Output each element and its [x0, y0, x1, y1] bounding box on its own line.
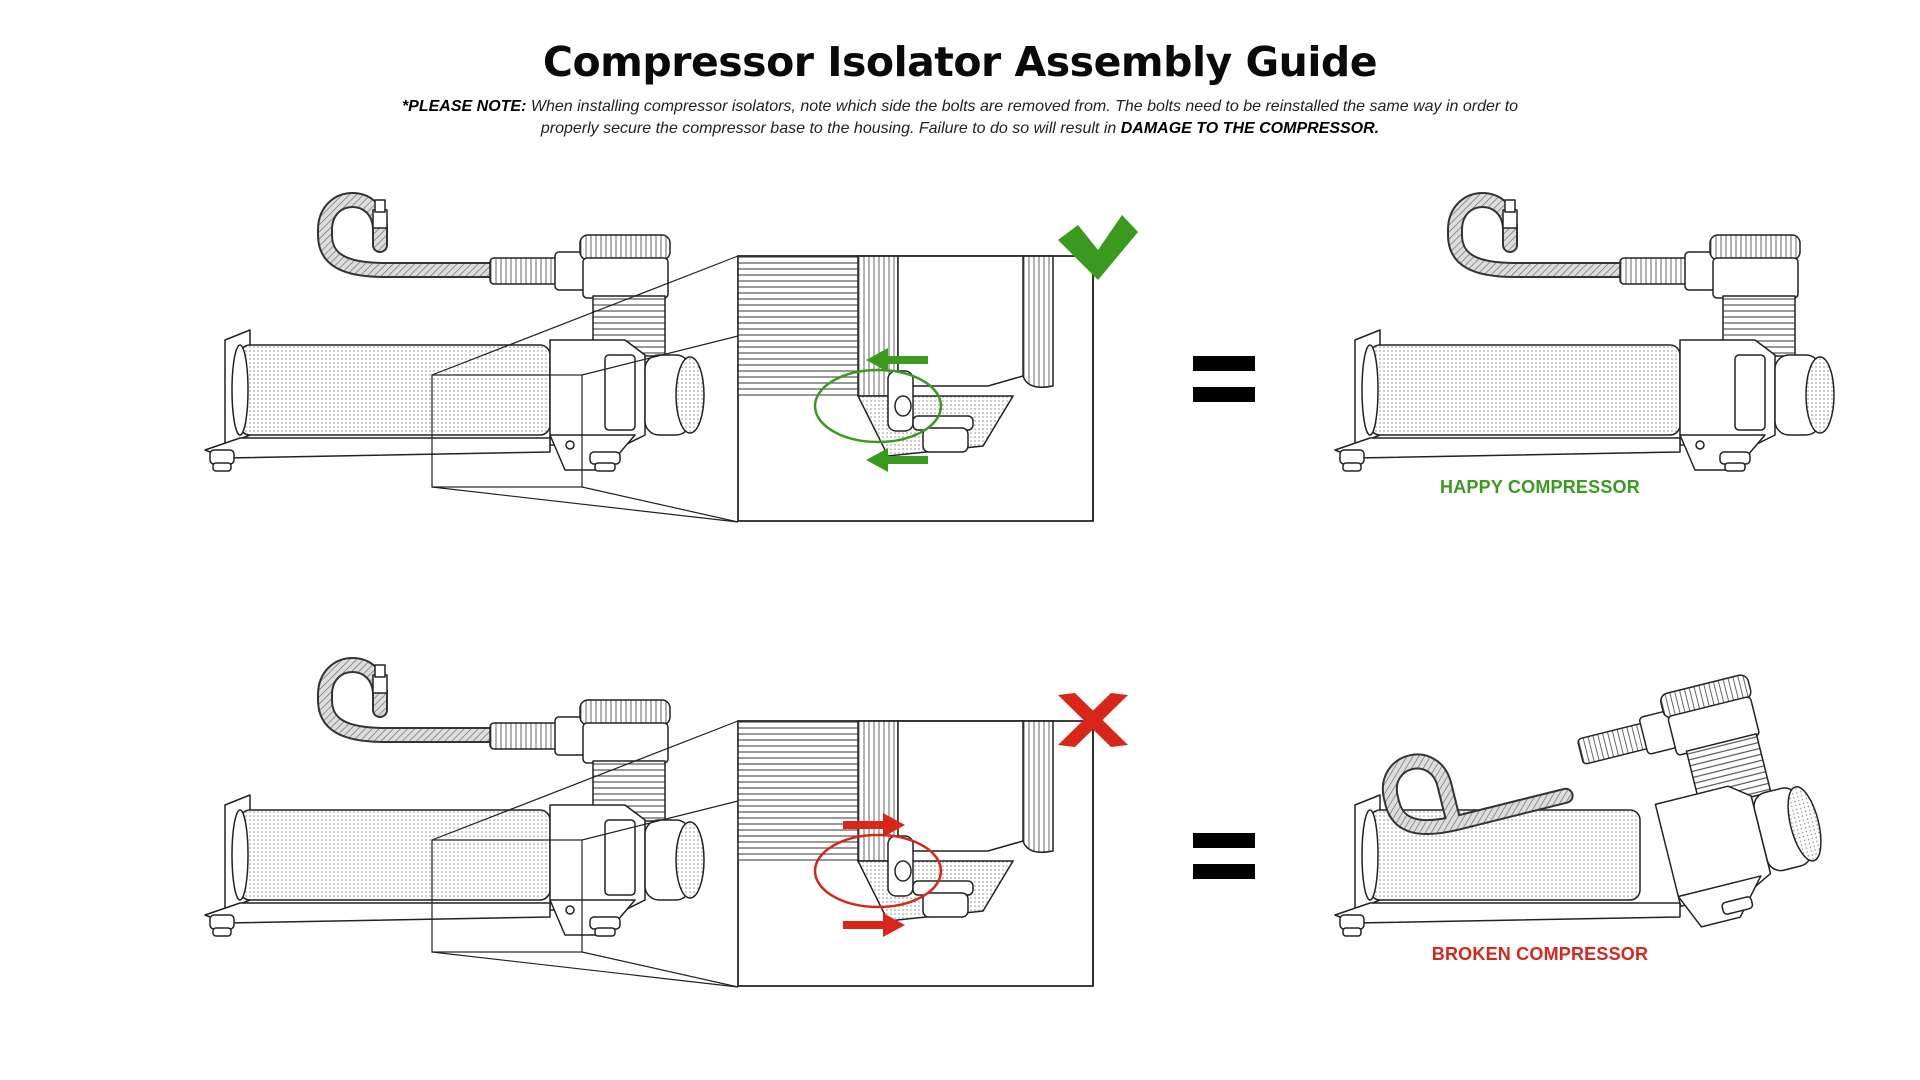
zoom-source-box	[431, 374, 583, 488]
zoom-detail-incorrect	[737, 720, 1094, 987]
arrow-left-icon	[866, 448, 928, 472]
highlight-circle	[813, 833, 943, 909]
note-label: *PLEASE NOTE:	[401, 98, 527, 115]
page-title: Compressor Isolator Assembly Guide	[542, 38, 1378, 86]
equals-icon	[1193, 833, 1255, 848]
compressor-drawing	[205, 665, 704, 936]
note-line-2: properly secure the compressor base to t…	[540, 120, 1117, 137]
highlight-circle	[813, 368, 943, 444]
broken-compressor-label: BROKEN COMPRESSOR	[1431, 944, 1649, 964]
happy-compressor-drawing	[1335, 200, 1834, 471]
x-icon	[1058, 693, 1128, 747]
check-icon	[1058, 215, 1138, 280]
arrow-right-icon	[843, 913, 905, 937]
incorrect-row	[205, 665, 1836, 992]
equals-icon	[1193, 356, 1255, 371]
correct-row	[205, 200, 1834, 523]
note-line-1: When installing compressor isolators, no…	[530, 98, 1519, 115]
note-emphasis: DAMAGE TO THE COMPRESSOR.	[1120, 120, 1380, 137]
installation-note: *PLEASE NOTE: When installing compressor…	[360, 96, 1560, 140]
zoom-source-box	[431, 839, 583, 953]
arrow-left-icon	[866, 348, 928, 372]
happy-compressor-label: HAPPY COMPRESSOR	[1440, 477, 1640, 497]
compressor-drawing	[205, 200, 704, 471]
zoom-detail-correct	[737, 255, 1094, 522]
arrow-right-icon	[843, 813, 905, 837]
